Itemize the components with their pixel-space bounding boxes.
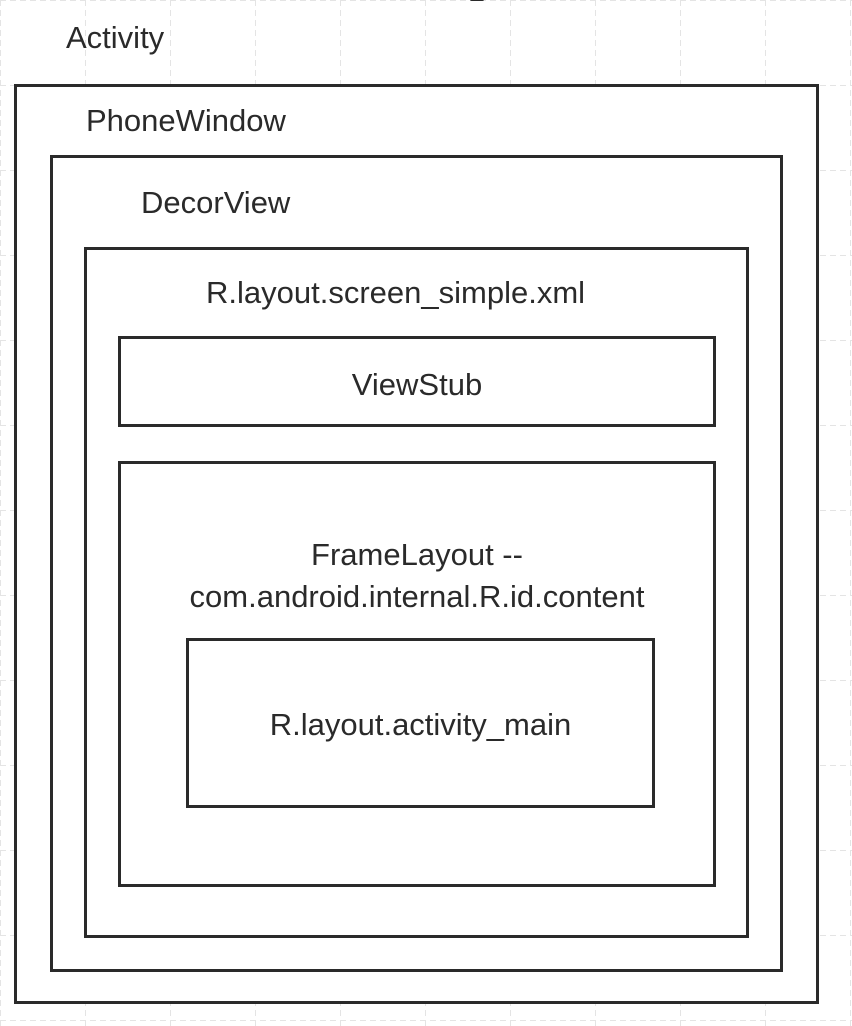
screen-simple-label: R.layout.screen_simple.xml bbox=[206, 275, 586, 310]
activity-main-box: R.layout.activity_main bbox=[186, 638, 655, 808]
phone-window-label: PhoneWindow bbox=[86, 103, 286, 138]
view-stub-box: ViewStub bbox=[118, 336, 716, 427]
activity-label: Activity bbox=[66, 20, 165, 55]
frame-layout-label-line1: FrameLayout -- bbox=[311, 537, 523, 572]
clipped-top-text-fragment bbox=[320, 0, 500, 6]
view-stub-label: ViewStub bbox=[351, 367, 483, 402]
frame-layout-label-line2: com.android.internal.R.id.content bbox=[189, 579, 645, 614]
activity-main-label: R.layout.activity_main bbox=[269, 707, 572, 742]
decor-view-label: DecorView bbox=[141, 185, 291, 220]
